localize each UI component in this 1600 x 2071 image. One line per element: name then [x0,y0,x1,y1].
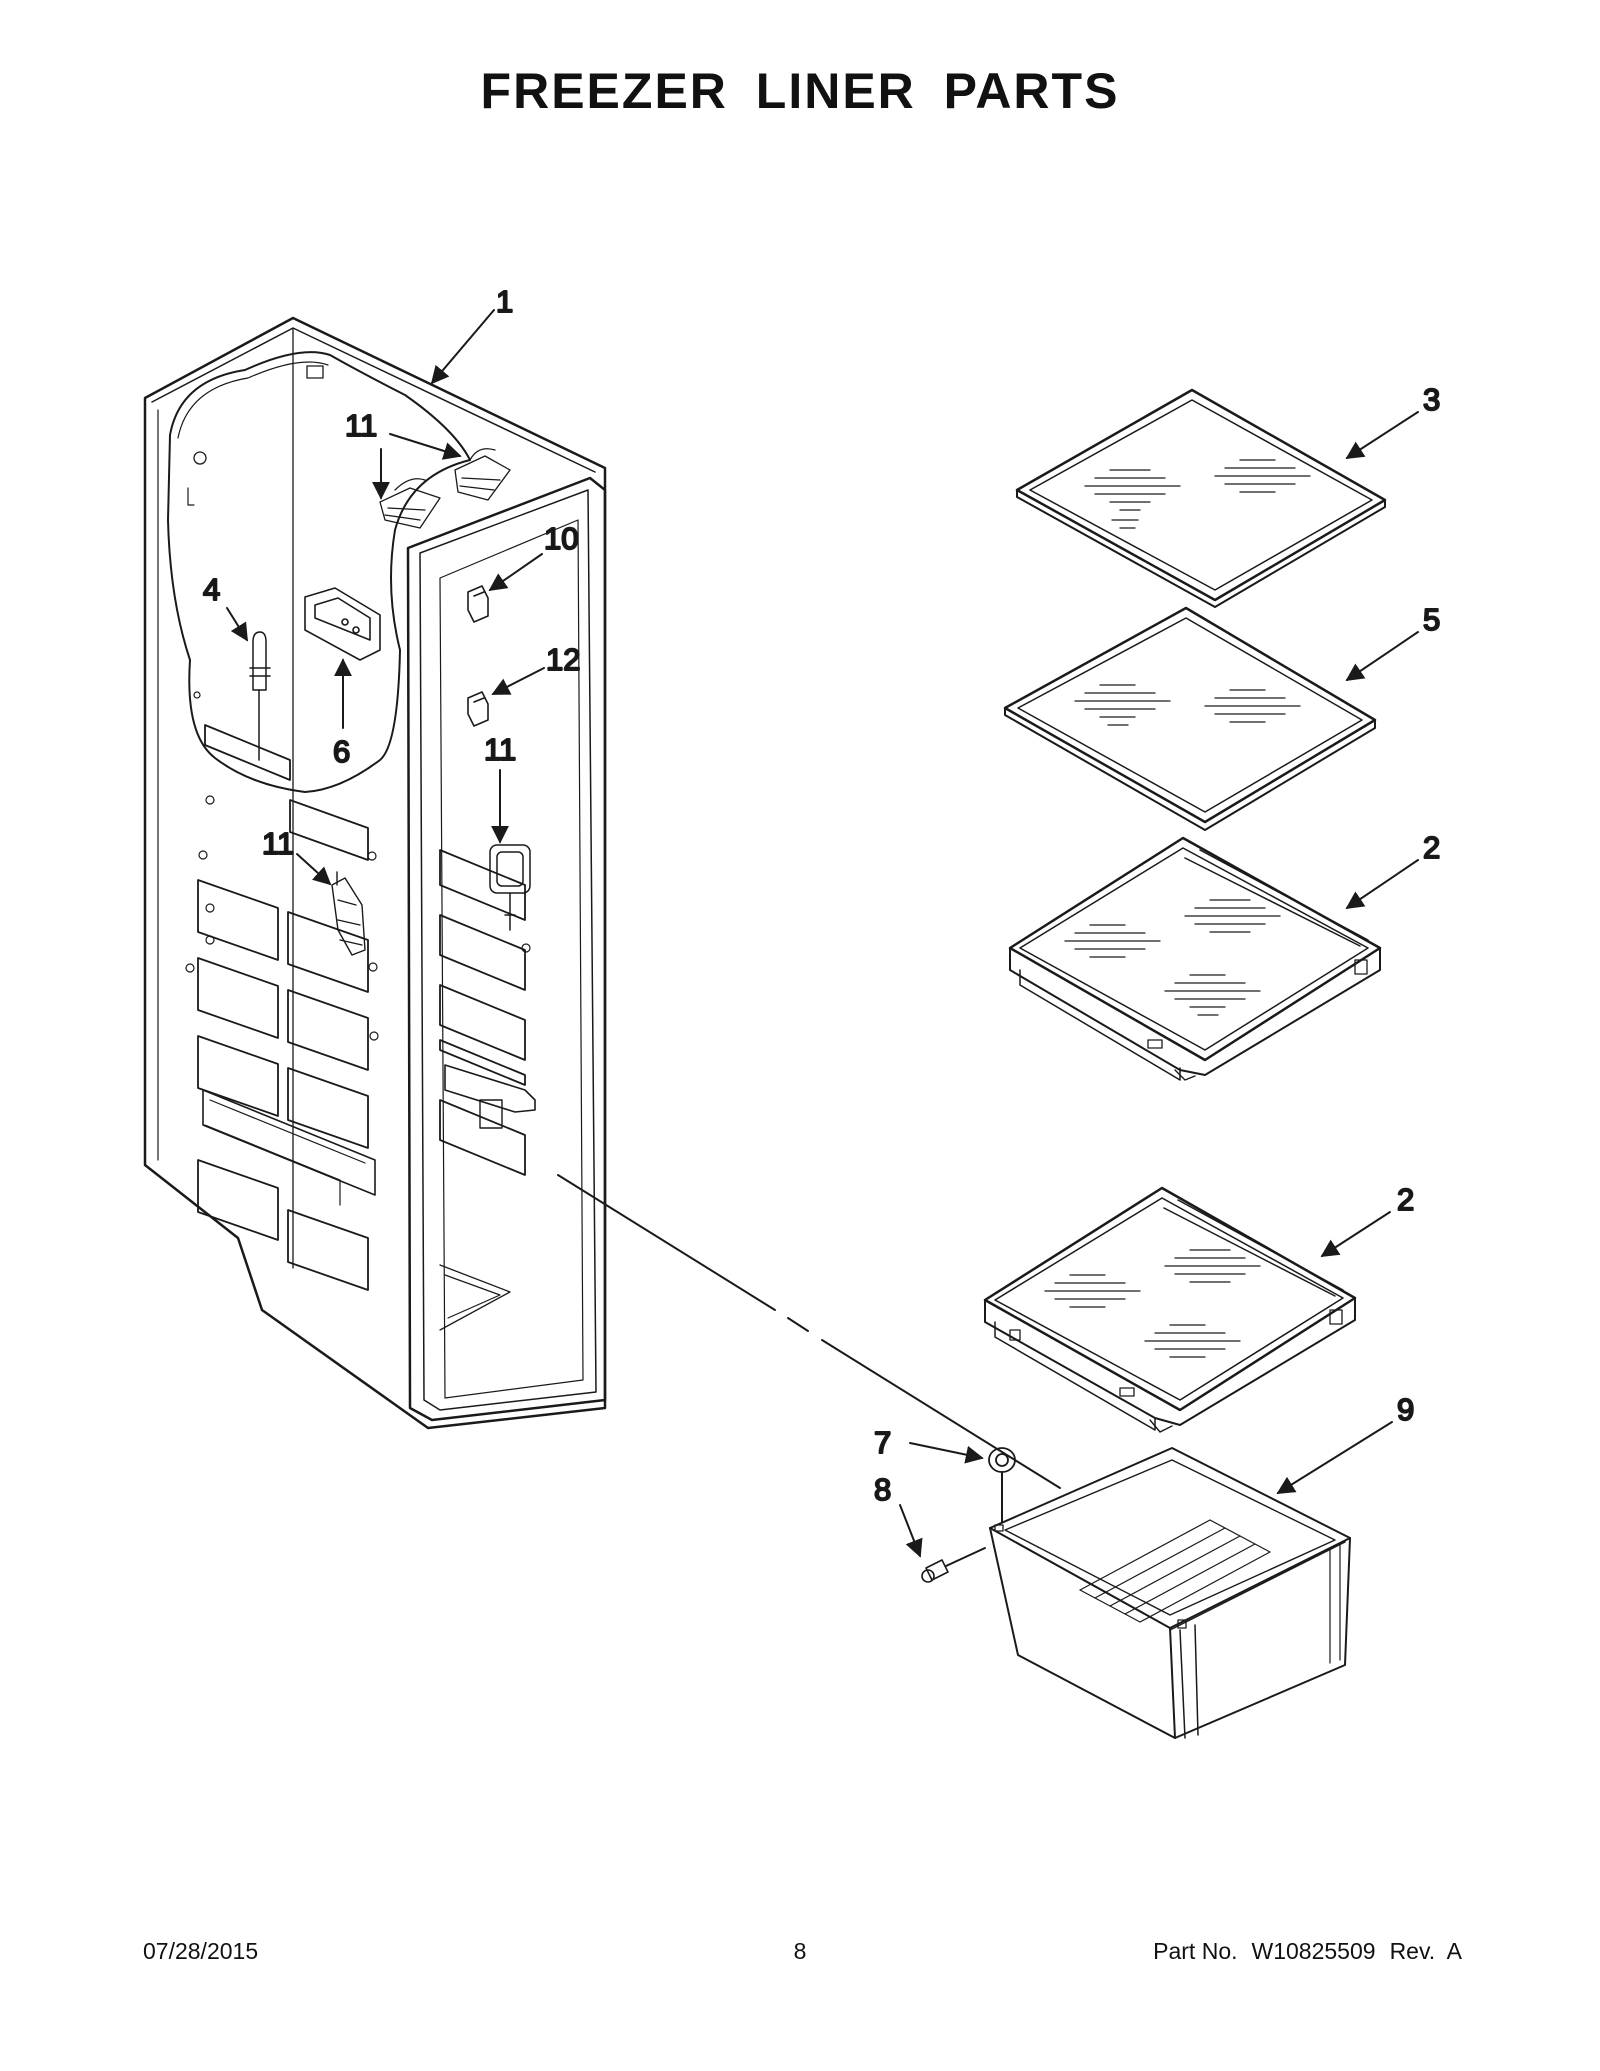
callout-7: 7 [874,1425,891,1460]
leader-arrows [226,309,1419,1558]
footer-date: 07/28/2015 [143,1938,259,1964]
callout-8: 8 [874,1472,891,1507]
part-2-shelf-lower [983,1186,1357,1433]
callout-3: 3 [1423,382,1440,417]
part-11-boards-top [379,448,511,529]
part-11-switch-right [489,844,531,931]
relation-line [557,1174,1061,1489]
part-12-clip [467,691,489,727]
callout-2-lower: 2 [1397,1182,1414,1217]
callout-9: 9 [1397,1392,1414,1427]
part-3-glass-shelf [1015,388,1387,608]
part-number: W10825509 [1251,1938,1376,1964]
callout-10: 10 [544,521,578,556]
callout-6: 6 [333,734,350,769]
part-5-glass-shelf [1003,606,1377,831]
callout-1: 1 [496,284,513,319]
part-8-screw [921,1547,986,1583]
revision: Rev. A [1389,1938,1462,1964]
callout-2-upper: 2 [1423,830,1440,865]
callout-4: 4 [203,572,220,607]
footer-part-info: Part No. W10825509 Rev. A [1153,1938,1462,1965]
freezer-liner [143,316,607,1430]
part-11-harness-left [331,871,366,956]
part-10-clip [467,585,489,623]
part-7-roller [988,1447,1016,1523]
footer-page-number: 8 [793,1938,807,1964]
part-2-shelf-upper [1008,836,1382,1081]
callout-11-right: 11 [484,732,516,767]
callout-11-top: 11 [345,408,377,443]
callout-12: 12 [546,642,580,677]
callout-5: 5 [1423,602,1440,637]
part-9-pan [989,1447,1351,1739]
part-6-bracket [304,587,381,661]
part-4-sensor [249,631,271,761]
page-title: FREEZER LINER PARTS [480,63,1120,119]
callout-11-left: 11 [262,826,294,861]
part-label: Part No. [1153,1938,1238,1964]
